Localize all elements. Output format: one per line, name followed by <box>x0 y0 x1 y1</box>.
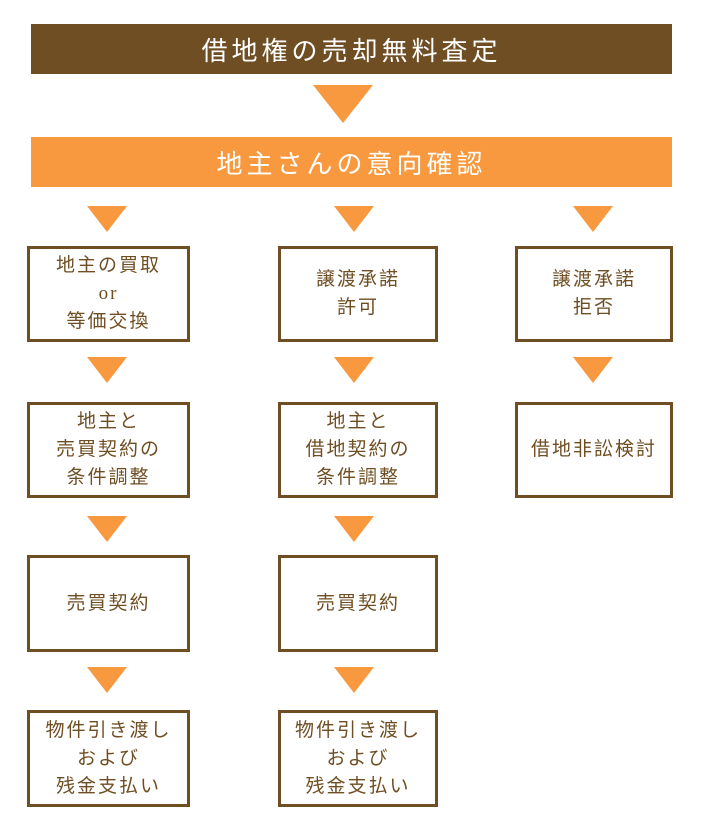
box-transfer-consent-refused: 譲渡承諾 拒否 <box>515 246 673 342</box>
box-sale-contract: 売買契約 <box>27 555 190 652</box>
box-transfer-consent-approved: 譲渡承諾 許可 <box>278 246 438 342</box>
box-sale-contract-terms: 地主と 売買契約の 条件調整 <box>27 402 190 498</box>
box-handover-and-balance-payment: 物件引き渡し および 残金支払い <box>27 710 190 807</box>
box-handover-and-balance-payment: 物件引き渡し および 残金支払い <box>278 710 438 807</box>
down-arrow-icon <box>334 667 374 693</box>
down-arrow-icon <box>573 357 613 383</box>
down-arrow-icon <box>87 516 127 542</box>
down-arrow-icon <box>87 357 127 383</box>
box-label: 物件引き渡し および 残金支払い <box>294 719 421 797</box>
box-label: 売買契約 <box>66 592 151 614</box>
down-arrow-icon <box>334 516 374 542</box>
down-arrow-icon <box>313 85 373 123</box>
sub-title-banner: 地主さんの意向確認 <box>31 137 672 187</box>
box-label: 借地非訟検討 <box>530 439 657 460</box>
down-arrow-icon <box>573 206 613 232</box>
box-lease-contract-terms: 地主と 借地契約の 条件調整 <box>278 402 438 498</box>
down-arrow-icon <box>334 357 374 383</box>
box-label: 譲渡承諾 許可 <box>315 269 400 318</box>
box-sale-contract: 売買契約 <box>278 555 438 652</box>
down-arrow-icon <box>87 667 127 693</box>
down-arrow-icon <box>87 206 127 232</box>
box-label: 譲渡承諾 拒否 <box>551 269 636 318</box>
box-lease-nonlitigation-review: 借地非訟検討 <box>515 402 673 498</box>
sub-title: 地主さんの意向確認 <box>216 149 487 179</box>
box-label: 地主の買取 or 等価交換 <box>55 255 161 332</box>
main-title-banner: 借地権の売却無料査定 <box>31 24 672 74</box>
box-label: 売買契約 <box>315 592 400 614</box>
box-label: 地主と 売買契約の 条件調整 <box>55 411 161 488</box>
box-label: 物件引き渡し および 残金支払い <box>45 719 172 797</box>
down-arrow-icon <box>334 206 374 232</box>
main-title: 借地権の売却無料査定 <box>201 36 502 66</box>
box-label: 地主と 借地契約の 条件調整 <box>305 411 411 488</box>
box-landowner-buyback: 地主の買取 or 等価交換 <box>27 246 190 342</box>
